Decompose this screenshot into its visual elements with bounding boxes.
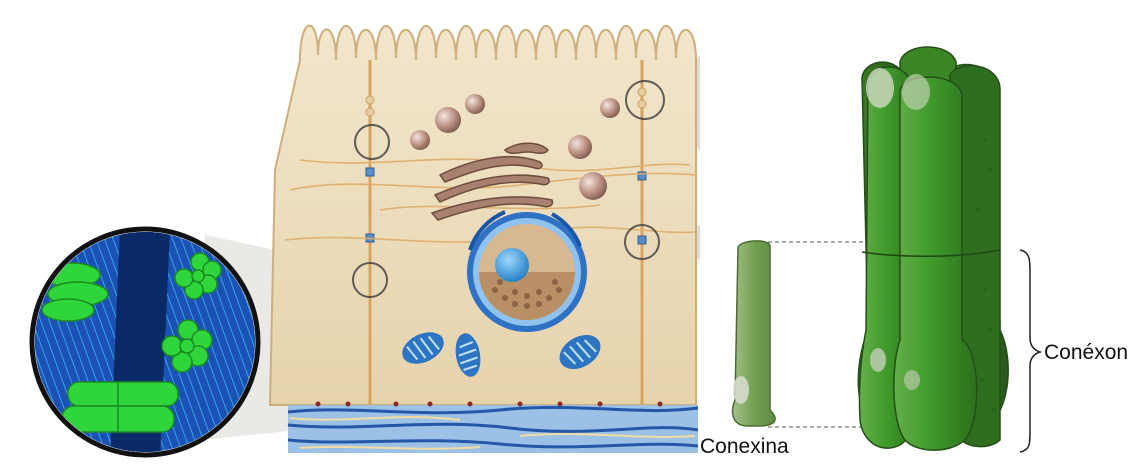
connexon-diagram	[733, 47, 1040, 452]
connexin-subunit	[733, 241, 776, 426]
connexon-hexamer	[858, 47, 1008, 450]
connexon-brace	[1020, 250, 1040, 452]
cell-body	[270, 26, 696, 405]
epithelial-cell	[200, 26, 700, 453]
connexon-label: Conéxon	[1044, 341, 1128, 365]
connexin-label: Conexina	[700, 435, 789, 459]
nucleolus	[495, 248, 529, 282]
basal-lamina	[288, 402, 698, 454]
nucleus	[467, 212, 587, 332]
